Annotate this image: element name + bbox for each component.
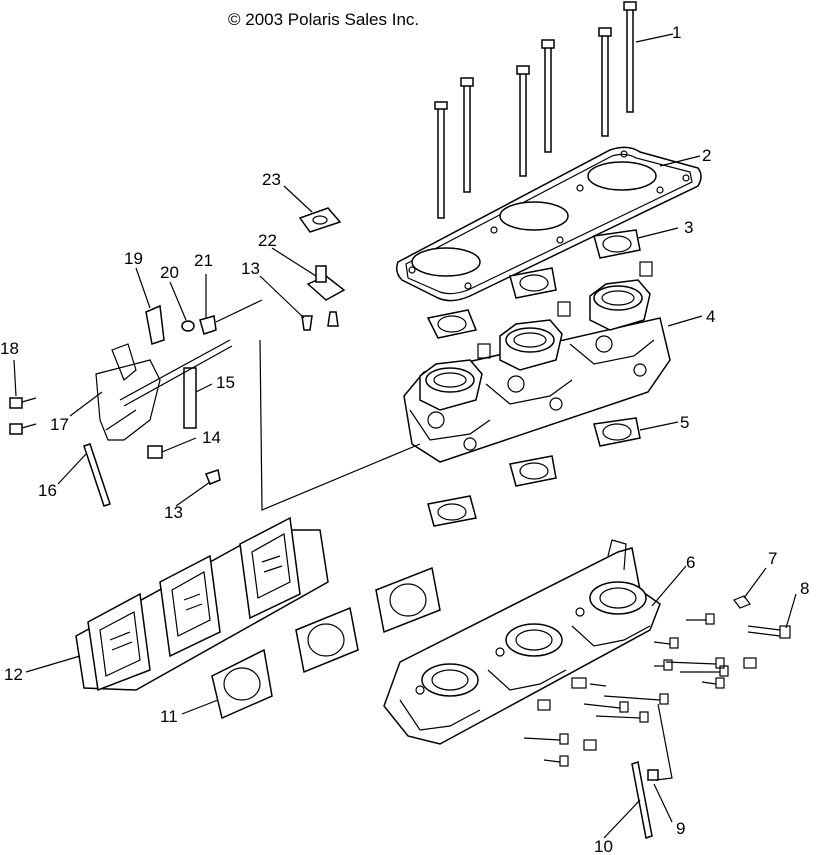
callout-18: 18 [0, 339, 19, 358]
part-23-plate [298, 207, 342, 233]
callout-17: 17 [50, 415, 69, 434]
part-15-tube [183, 367, 197, 429]
callout-23: 23 [262, 170, 281, 189]
part-17-cable [95, 339, 233, 441]
callout-labels: 1 2 3 4 5 6 7 8 9 10 11 12 13 13 14 15 1… [0, 23, 809, 855]
callout-6: 6 [686, 553, 695, 572]
callout-10: 10 [594, 837, 613, 855]
part-19-lever [145, 304, 165, 345]
part-3-gaskets [426, 229, 641, 339]
callout-9: 9 [676, 819, 685, 838]
part-22-sensor [306, 265, 346, 301]
part-5-gaskets [427, 417, 641, 527]
callout-22: 22 [258, 231, 277, 250]
part-20-ring [181, 320, 195, 332]
callout-7: 7 [768, 549, 777, 568]
callout-5: 5 [680, 413, 689, 432]
part-9-nut [647, 769, 659, 781]
callout-16: 16 [38, 481, 57, 500]
part-2-gasket-plate [395, 146, 702, 302]
part-18-screws [9, 397, 37, 435]
callout-2: 2 [702, 146, 711, 165]
part-1-bolts [434, 1, 637, 219]
leader-lines [13, 33, 797, 839]
part-7-8-bolts [523, 595, 791, 767]
callout-1: 1 [672, 23, 681, 42]
part-16-rod [83, 443, 111, 507]
callout-20: 20 [160, 263, 179, 282]
part-6-intake-manifold [383, 539, 661, 745]
part-13-fitting [205, 311, 339, 485]
callout-12: 12 [4, 665, 23, 684]
part-14-block [147, 445, 163, 459]
callout-13b: 13 [164, 503, 183, 522]
part-11-spacers [211, 566, 441, 720]
callout-15: 15 [216, 373, 235, 392]
callout-11: 11 [160, 707, 178, 726]
part-4-throttle-bodies [403, 261, 671, 463]
callout-19: 19 [124, 249, 143, 268]
assembly-lines [259, 339, 673, 781]
callout-3: 3 [684, 218, 693, 237]
part-12-reed-blocks [75, 516, 329, 692]
part-21-clip [199, 299, 263, 335]
callout-21: 21 [194, 251, 213, 270]
part-10-stud [631, 761, 653, 839]
callout-8: 8 [800, 579, 809, 598]
callout-4: 4 [706, 307, 715, 326]
callout-14: 14 [202, 428, 221, 447]
callout-13a: 13 [241, 259, 260, 278]
copyright-notice: © 2003 Polaris Sales Inc. [228, 10, 420, 29]
